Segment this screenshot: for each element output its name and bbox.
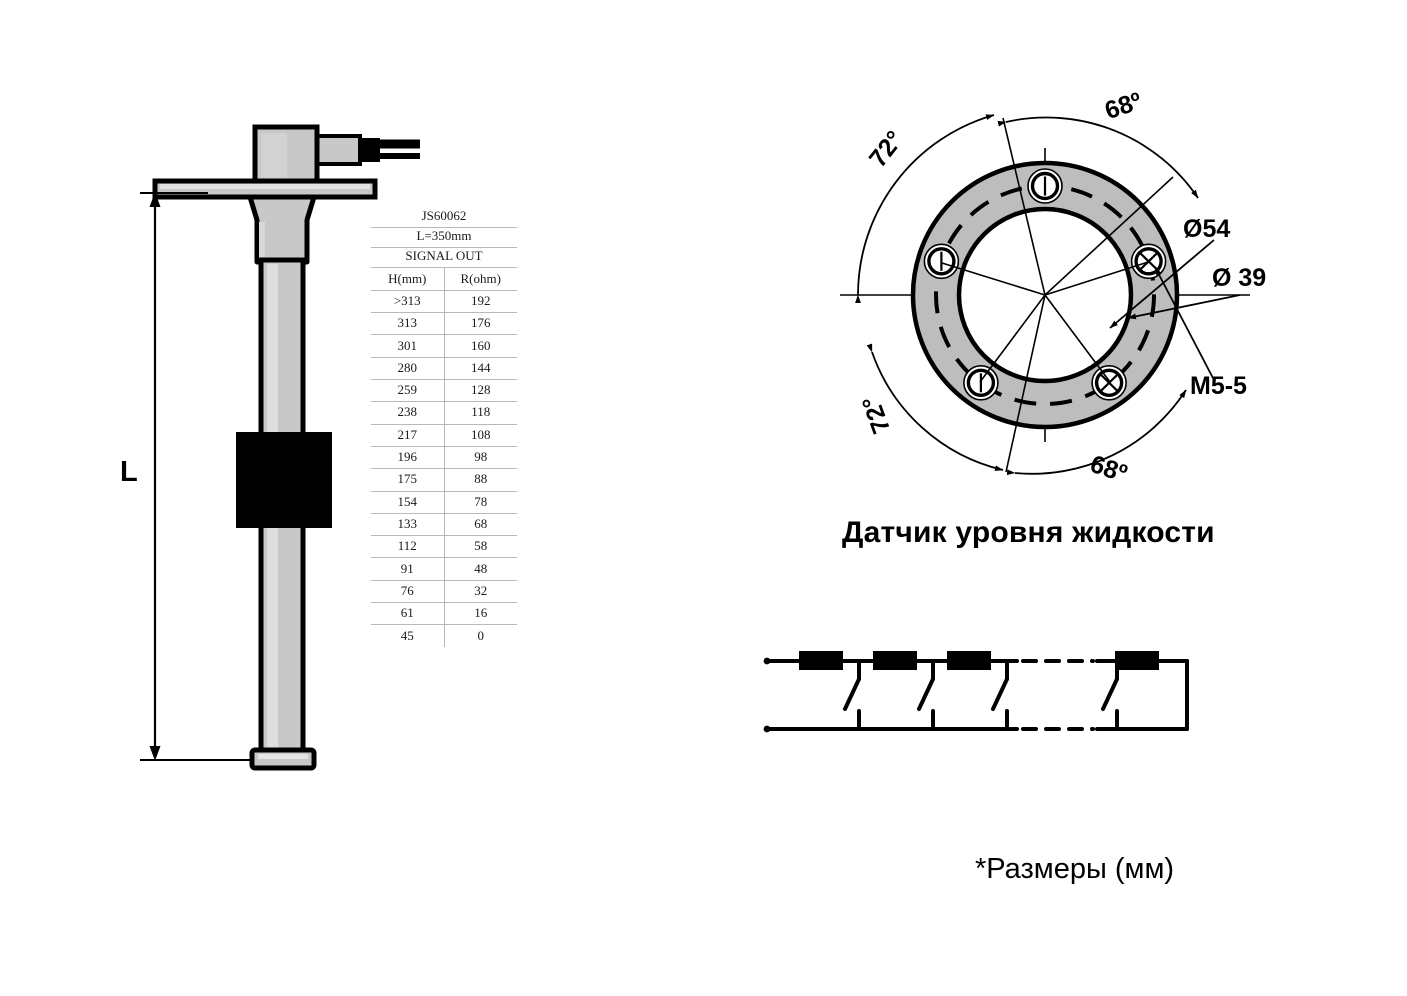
cell-h: 45 xyxy=(371,624,445,647)
cell-r: 0 xyxy=(477,627,485,643)
column-header-h: H(mm) xyxy=(371,267,445,291)
angle-arcs xyxy=(855,114,1199,476)
cell-r: 32 xyxy=(444,580,517,604)
cell-h: 112 xyxy=(371,535,445,559)
cell-r: 144 xyxy=(444,357,517,380)
sensor-side-view xyxy=(140,124,420,771)
cell-h: 196 xyxy=(371,446,445,470)
circuit-schematic xyxy=(763,651,1189,733)
cell-h: 280 xyxy=(371,357,445,380)
cell-h: 175 xyxy=(371,468,445,492)
sensor-head xyxy=(252,124,320,188)
cell-h: 91 xyxy=(371,557,445,581)
cell-h: 61 xyxy=(371,602,445,626)
cell-h: 313 xyxy=(371,312,445,336)
cell-r: 98 xyxy=(444,446,517,470)
cell-r: 78 xyxy=(444,491,517,514)
cell-h: 154 xyxy=(371,491,445,514)
units-note: *Размеры (мм) xyxy=(975,853,1175,885)
cell-h: 76 xyxy=(371,580,445,604)
thread-label: M5-5 xyxy=(1190,372,1247,400)
cell-r: 68 xyxy=(444,513,517,537)
cell-r: 108 xyxy=(444,424,517,447)
tube-end-cap xyxy=(249,747,317,771)
flange-top-view xyxy=(840,114,1250,476)
terminal-dot xyxy=(763,657,771,665)
sensor-neck xyxy=(247,194,317,265)
cell-r: 176 xyxy=(444,312,517,336)
spec-table: JS60062 L=350mm SIGNAL OUT H(mm) R(ohm) … xyxy=(371,208,517,647)
cell-r: 16 xyxy=(444,602,517,626)
cell-h: >313 xyxy=(371,290,445,314)
cell-r: 160 xyxy=(444,334,517,358)
cell-h: 133 xyxy=(371,513,445,537)
cell-r: 88 xyxy=(444,468,517,492)
length-dimension-label: L xyxy=(120,456,138,488)
spec-length: L=350mm xyxy=(371,227,517,249)
cell-h: 259 xyxy=(371,379,445,403)
spec-signal: SIGNAL OUT xyxy=(371,247,517,269)
resistors xyxy=(799,651,1159,670)
cell-r: 192 xyxy=(444,290,517,314)
cell-r: 48 xyxy=(444,557,517,581)
flange-caption: Датчик уровня жидкости xyxy=(842,516,1215,549)
cell-r: 128 xyxy=(444,379,517,403)
bolt-hole xyxy=(923,243,960,280)
column-header-r: R(ohm) xyxy=(444,267,517,291)
cell-h: 238 xyxy=(371,401,445,425)
terminal-dot xyxy=(763,725,771,733)
cell-r: 118 xyxy=(444,401,517,425)
cell-h: 217 xyxy=(371,424,445,447)
bolt-hole xyxy=(963,364,999,401)
dimension-leaders xyxy=(1109,239,1241,381)
length-dimension xyxy=(140,192,250,761)
bolt-hole xyxy=(1091,364,1127,401)
bolt-hole xyxy=(1130,243,1167,280)
float-black xyxy=(236,432,332,528)
spec-model: JS60062 xyxy=(371,208,517,229)
outer-diameter-label: Ø54 xyxy=(1183,215,1231,243)
cell-r: 58 xyxy=(444,535,517,559)
bolt-hole xyxy=(1027,168,1063,204)
cell-h: 301 xyxy=(371,334,445,358)
table-row: 45 0 xyxy=(371,624,517,647)
inner-diameter-label: Ø 39 xyxy=(1212,264,1267,292)
